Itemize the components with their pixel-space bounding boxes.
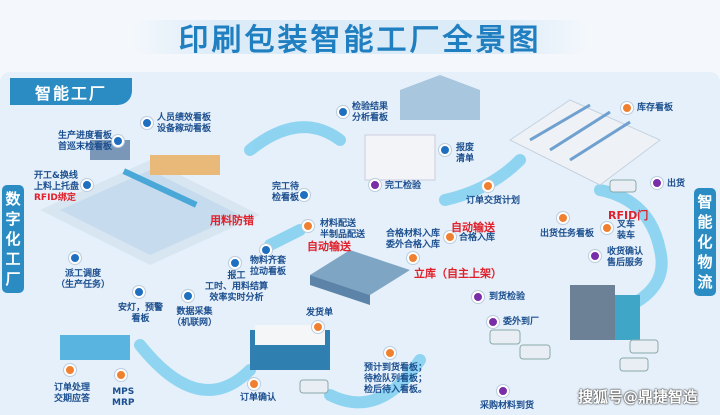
- marker-dot: [260, 244, 272, 256]
- marker-dot: [115, 369, 127, 381]
- page-title: 印刷包装智能工厂全景图: [178, 23, 542, 58]
- label-qualified-in: 合格入库: [459, 233, 496, 243]
- label-staff-equip-boards: 人员绩效看板设备稼动看板: [157, 113, 212, 134]
- label-asrs: 立库（自主上架）: [414, 267, 502, 280]
- flow-arrow-top: [244, 121, 346, 156]
- marker-dot: [81, 179, 93, 191]
- marker-dot: [133, 286, 145, 298]
- marker-dot: [384, 347, 396, 359]
- marker-dot: [497, 385, 509, 397]
- warehouse-center: [310, 250, 410, 305]
- label-progress-boards: 生产进度看板首巡末检看板: [58, 131, 113, 152]
- label-shipment: 出货: [667, 179, 686, 189]
- flow-arrow-purchase: [324, 354, 426, 409]
- label-outsource-arrival: 委外到厂: [503, 317, 540, 327]
- label-work-report: 报工工时、用料结算效率实时分析: [205, 271, 269, 303]
- marker-dot: [312, 321, 324, 333]
- marker-dot: [487, 316, 499, 328]
- marker-dot: [439, 144, 451, 156]
- marker-dot: [229, 257, 241, 269]
- section-tab-smart-factory: 智能工厂: [10, 78, 132, 105]
- label-delivery-plan: 订单交货计划: [466, 196, 521, 206]
- label-dispatch: 派工调度（生产任务）: [56, 269, 111, 290]
- label-ship-note: 发货单: [306, 308, 334, 318]
- trucks: [299, 179, 659, 394]
- marker-dot: [112, 135, 124, 147]
- label-stock-board: 库存看板: [637, 103, 674, 113]
- label-mistake-proofing: 用料防错: [210, 214, 254, 227]
- label-kit-board: 物料齐套拉动看板: [250, 256, 287, 277]
- inspection-area: [364, 75, 480, 181]
- marker-dot: [621, 102, 633, 114]
- marker-dot: [248, 378, 260, 390]
- label-auto-convey-2: 自动输送: [451, 221, 495, 234]
- marker-dot: [64, 364, 76, 376]
- label-scrap-list: 报废清单: [456, 143, 475, 164]
- label-andon: 安灯，预警看板: [118, 303, 164, 324]
- title-banner: 印刷包装智能工厂全景图: [110, 12, 610, 62]
- marker-dot: [302, 220, 314, 232]
- marker-dot: [651, 177, 663, 189]
- watermark: 搜狐号@鼎捷智造: [578, 388, 699, 406]
- label-auto-convey-1: 自动输送: [307, 240, 351, 253]
- label-rfid-gate: RFID门: [608, 209, 649, 222]
- asrs-warehouse: [509, 99, 661, 186]
- label-qualified-inbound: 合格材料入库委外合格入库: [386, 229, 441, 250]
- office-building: [570, 285, 640, 340]
- marker-dot: [444, 231, 456, 243]
- flow-arrow-auto: [264, 224, 306, 251]
- band-digital-factory: 数字化工厂: [2, 185, 24, 293]
- label-arrival-boards: 预计到货看板；待检队列看板；检后待入看板。: [364, 363, 428, 395]
- marker-dot: [298, 189, 310, 201]
- label-purchase-arrival: 采购材料到货: [480, 401, 535, 411]
- label-qc-analysis: 检验结果分析看板: [352, 102, 389, 123]
- label-data-collection: 数据采集（机联网）: [172, 307, 218, 328]
- marker-dot: [369, 179, 381, 191]
- flow-arrow-ship: [594, 184, 668, 316]
- marker-dot: [557, 212, 569, 224]
- marker-dot: [337, 106, 349, 118]
- marker-dot: [482, 180, 494, 192]
- label-final-qc: 完工检验: [385, 181, 422, 191]
- marker-dot: [589, 250, 601, 262]
- marker-dot: [141, 117, 153, 129]
- order-center: [60, 325, 330, 370]
- marker-dot: [472, 291, 484, 303]
- marker-dot: [69, 252, 81, 264]
- flow-arrow-bottom: [134, 339, 256, 396]
- flow-arrow-plan: [439, 154, 526, 206]
- label-arrival-qc: 到货检验: [489, 292, 526, 302]
- label-order-processing: 订单处理交期应答: [54, 383, 91, 404]
- label-material-delivery: 材料配送半制品配送: [320, 219, 366, 240]
- marker-dot: [601, 222, 613, 234]
- label-order-confirm: 订单确认: [240, 393, 277, 403]
- marker-dot: [182, 290, 194, 302]
- production-line: [40, 140, 260, 265]
- label-forklift-loading: 叉车装车: [617, 220, 636, 241]
- label-done-wait-board: 完工待检看板: [272, 182, 300, 203]
- band-smart-logistics: 智能化物流: [694, 188, 716, 296]
- marker-dot: [407, 252, 419, 264]
- label-ship-task-board: 出货任务看板: [540, 229, 595, 239]
- label-receipt-service: 收货确认售后服务: [607, 247, 644, 268]
